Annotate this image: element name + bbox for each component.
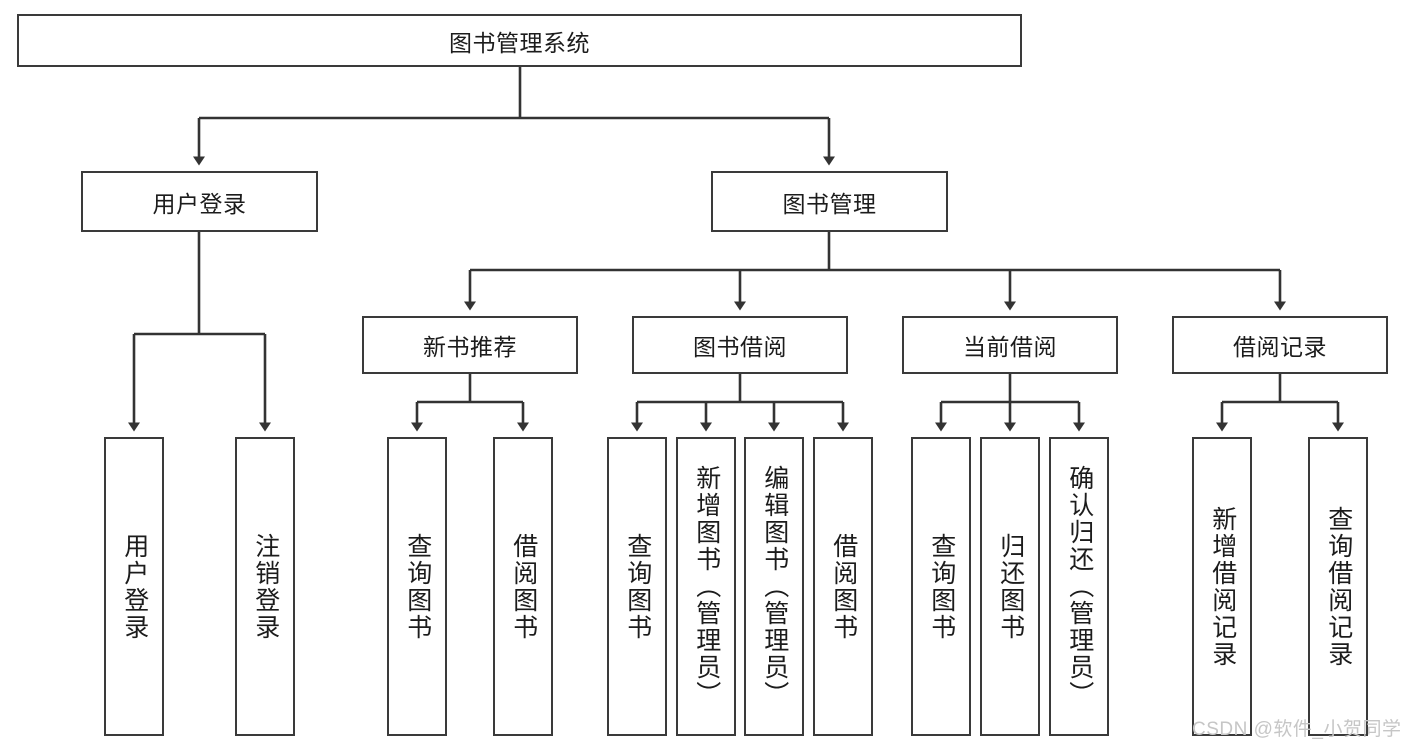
- leaf-new-book-query-books[interactable]: 查询图书: [387, 437, 447, 736]
- node-label: 图书管理: [782, 190, 877, 217]
- node-book-management[interactable]: 图书管理: [711, 171, 948, 232]
- node-label: 借阅图书: [829, 532, 858, 641]
- node-label: 新增图书（管理员）: [692, 465, 721, 708]
- node-label: 注销登录: [251, 532, 280, 641]
- leaf-user-login-logout[interactable]: 注销登录: [235, 437, 295, 736]
- node-book-borrow[interactable]: 图书借阅: [632, 316, 848, 374]
- node-label: 归还图书: [996, 532, 1025, 641]
- leaf-current-borrow-confirm-return-admin[interactable]: 确认归还（管理员）: [1049, 437, 1109, 736]
- node-label: 当前借阅: [963, 334, 1057, 360]
- node-label: 确认归还（管理员）: [1065, 465, 1094, 708]
- node-label: 查询图书: [403, 532, 432, 641]
- node-label: 新增借阅记录: [1208, 505, 1237, 668]
- node-label: 用户登录: [152, 190, 247, 217]
- leaf-borrow-record-add-record[interactable]: 新增借阅记录: [1192, 437, 1252, 736]
- node-label: 借阅图书: [509, 532, 538, 641]
- watermark-text: CSDN @软件_小贺同学: [1192, 719, 1402, 740]
- node-label: 查询图书: [927, 532, 956, 641]
- leaf-borrow-record-query-record[interactable]: 查询借阅记录: [1308, 437, 1368, 736]
- node-label: 用户登录: [120, 532, 149, 641]
- leaf-book-borrow-add-book-admin[interactable]: 新增图书（管理员）: [676, 437, 736, 736]
- node-label: 借阅记录: [1233, 334, 1327, 360]
- leaf-current-borrow-query-books[interactable]: 查询图书: [911, 437, 971, 736]
- node-label: 查询图书: [623, 532, 652, 641]
- leaf-current-borrow-return-books[interactable]: 归还图书: [980, 437, 1040, 736]
- node-root-book-management-system[interactable]: 图书管理系统: [17, 14, 1022, 67]
- leaf-new-book-borrow-books[interactable]: 借阅图书: [493, 437, 553, 736]
- leaf-book-borrow-borrow-books[interactable]: 借阅图书: [813, 437, 873, 736]
- node-label: 图书借阅: [693, 334, 787, 360]
- node-current-borrow[interactable]: 当前借阅: [902, 316, 1118, 374]
- leaf-book-borrow-query-books[interactable]: 查询图书: [607, 437, 667, 736]
- leaf-user-login-login[interactable]: 用户登录: [104, 437, 164, 736]
- node-borrow-record[interactable]: 借阅记录: [1172, 316, 1388, 374]
- node-label: 图书管理系统: [449, 29, 590, 56]
- node-label: 新书推荐: [423, 334, 517, 360]
- leaf-book-borrow-edit-book-admin[interactable]: 编辑图书（管理员）: [744, 437, 804, 736]
- node-label: 编辑图书（管理员）: [760, 465, 789, 708]
- node-user-login[interactable]: 用户登录: [81, 171, 318, 232]
- node-new-book-recommend[interactable]: 新书推荐: [362, 316, 578, 374]
- node-label: 查询借阅记录: [1324, 505, 1353, 668]
